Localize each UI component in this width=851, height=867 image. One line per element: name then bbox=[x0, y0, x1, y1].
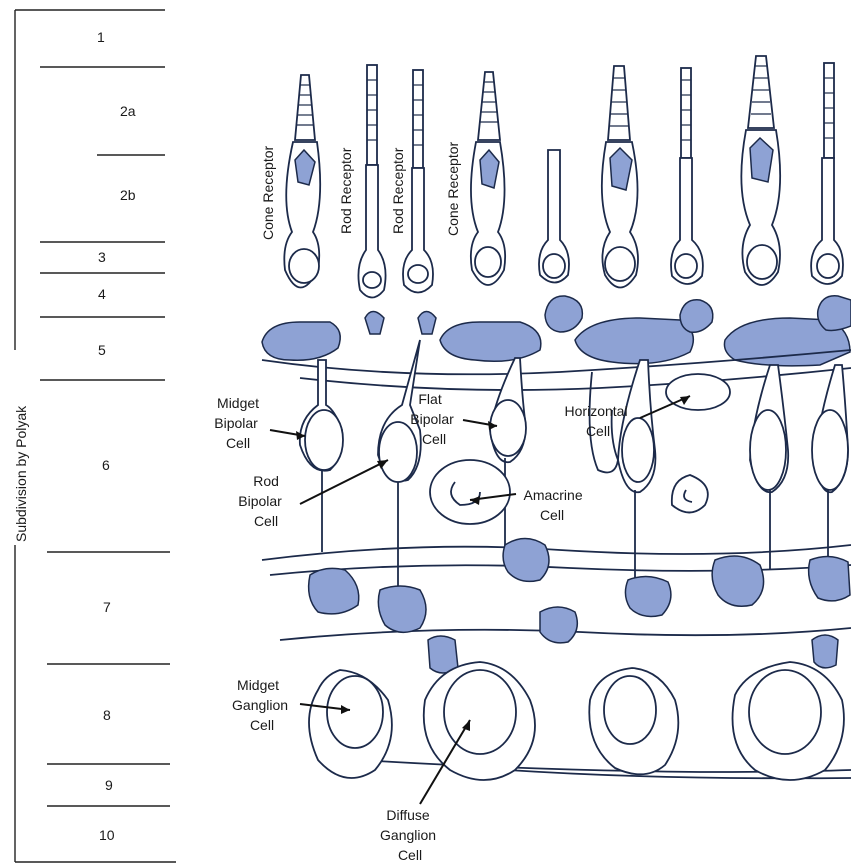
midget-ganglion-label: Midget Ganglion Cell bbox=[232, 677, 292, 733]
layer-4-label: 4 bbox=[98, 286, 106, 302]
layer-5-label: 5 bbox=[98, 342, 106, 358]
outer-plexiform bbox=[262, 296, 851, 366]
axis-title: Subdivision by Polyak bbox=[13, 405, 29, 542]
layer-8-label: 8 bbox=[103, 707, 111, 723]
layer-7-label: 7 bbox=[103, 599, 111, 615]
layer-2a-label: 2a bbox=[120, 103, 136, 119]
diffuse-ganglion-label: Diffuse Ganglion Cell bbox=[380, 807, 440, 863]
rod-bipolar-label: Rod Bipolar Cell bbox=[238, 473, 285, 529]
layer-6-label: 6 bbox=[102, 457, 110, 473]
layer-1-label: 1 bbox=[97, 29, 105, 45]
cone-receptor-label-1: Cone Receptor bbox=[260, 145, 276, 240]
layer-3-label: 3 bbox=[98, 249, 106, 265]
layer-10-label: 10 bbox=[99, 827, 115, 843]
layer-9-label: 9 bbox=[105, 777, 113, 793]
midget-bipolar-label: Midget Bipolar Cell bbox=[214, 395, 263, 451]
amacrine-label: Amacrine Cell bbox=[523, 487, 586, 523]
layer-scale: 1 2a 2b 3 4 5 6 7 8 9 10 Subdivision by … bbox=[13, 10, 176, 862]
layer-2b-label: 2b bbox=[120, 187, 136, 203]
cone-receptor-label-2: Cone Receptor bbox=[445, 141, 461, 236]
rod-receptor-label-1: Rod Receptor bbox=[338, 147, 354, 234]
rod-receptor-label-2: Rod Receptor bbox=[390, 147, 406, 234]
inner-plexiform bbox=[309, 539, 850, 674]
